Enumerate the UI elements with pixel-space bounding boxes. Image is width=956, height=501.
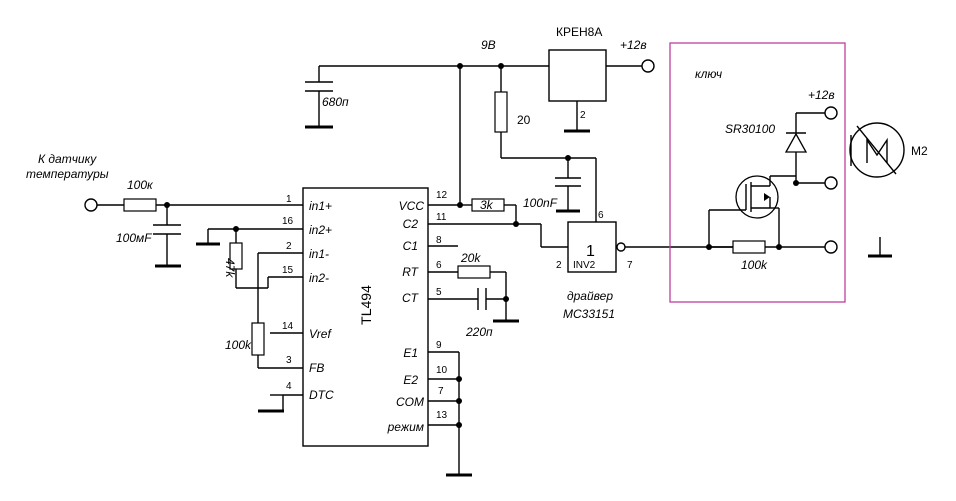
timing-network: 20k 220п (428, 251, 519, 339)
driver-block (567, 221, 617, 273)
supply-terminal (641, 59, 655, 73)
driver-pin6: 6 (598, 210, 604, 221)
ic-body (302, 187, 429, 447)
sensor-terminal (84, 198, 98, 212)
timing-resistor (457, 265, 491, 279)
ic-right-pin-num: 9 (436, 340, 442, 351)
ic-left-pin-label: in2- (309, 271, 329, 285)
motor-symbol (849, 122, 905, 178)
ic-right-pin-num: 7 (438, 386, 444, 397)
key-supply-label: +12в (808, 88, 835, 102)
ic-left-pin-label: in1- (309, 247, 329, 261)
regulator-pin-label: 2 (580, 110, 586, 121)
mosfet-symbol (735, 175, 779, 219)
ic-right-pin-num: 10 (436, 365, 448, 376)
ic-right-pin-label: C1 (403, 239, 418, 253)
ic-right-pin-label: E1 (403, 346, 418, 360)
sensor-label-line1: К датчику (38, 152, 97, 166)
ic-right-pin-num: 8 (436, 235, 442, 246)
gate-resistor-label: 100k (741, 258, 768, 272)
ic-left-pin-num: 4 (286, 381, 292, 392)
ic-right-pin-num: 5 (436, 287, 442, 298)
driver-pin7: 7 (627, 260, 633, 271)
key-title: ключ (695, 67, 722, 81)
driver-section: 3k 1 INV2 2 6 7 драйвер MC33151 (428, 198, 735, 321)
ic-left-pin-num: 3 (286, 355, 292, 366)
motor: M2 (849, 122, 928, 258)
decoupling-capacitor-label: 100nF (523, 196, 558, 210)
node-9v-label: 9В (481, 38, 496, 52)
driver-inverting-output (616, 242, 626, 252)
vcc-resistor-label: 20 (517, 113, 531, 127)
key-supply-terminal (824, 106, 838, 120)
ic-left-pin-label: FB (309, 361, 324, 375)
driver-label-line2: MC33151 (563, 307, 615, 321)
input-capacitor-label: 100мF (116, 231, 152, 245)
motor-terminal (824, 176, 838, 190)
ic-right-pin-num: 11 (436, 212, 447, 223)
ic-left-pin-num: 2 (286, 241, 292, 252)
feedback-resistor-label: 100k (225, 338, 252, 352)
motor-label: M2 (911, 144, 928, 158)
sensor-label-line2: температуры (26, 167, 109, 181)
driver-pin2: 2 (556, 260, 562, 271)
ic-left-pin-label: in1+ (309, 199, 332, 213)
driver-label-line1: драйвер (567, 289, 613, 303)
divider-resistor-label: 47k (223, 258, 237, 278)
diode-label: SR30100 (725, 122, 775, 136)
ground-terminal (824, 240, 838, 254)
driver-subtype: INV2 (573, 260, 596, 271)
ic-right-pin-num: 13 (436, 410, 448, 421)
pullup-resistor-label: 3k (480, 198, 494, 212)
gate-resistor (732, 240, 766, 254)
ic-right-pin-label: CT (402, 291, 420, 305)
tl494-ic: TL494 1 in1+ 16 in2+ 2 in1- 15 in2- 14 V… (282, 187, 448, 447)
ic-right-pin-num: 12 (436, 190, 448, 201)
ic-left-pin-num: 1 (286, 194, 292, 205)
feedback-network: 47k 100k (196, 226, 303, 413)
diode-symbol (784, 132, 808, 153)
ic-right-pin-label: E2 (403, 373, 418, 387)
rail-capacitor-label: 680п (322, 95, 349, 109)
timing-capacitor-label: 220п (465, 325, 493, 339)
ic-left-pin-label: DTC (309, 388, 334, 402)
ic-left-pin-num: 16 (282, 216, 294, 227)
key-frame (669, 42, 846, 303)
ic-right-pin-label: COM (396, 395, 424, 409)
input-resistor (123, 198, 157, 212)
regulator-block (548, 49, 607, 102)
vcc-resistor (494, 91, 508, 133)
timing-resistor-label: 20k (460, 251, 481, 265)
feedback-resistor (251, 322, 265, 356)
supply-label: +12в (620, 38, 647, 52)
ic-left-pin-num: 14 (282, 321, 294, 332)
ic-right-pin-label: RT (402, 265, 419, 279)
ic-right-pin-label: режим (387, 420, 424, 434)
supply-rail: 680п 9В КРЕН8А +12в 2 20 100nF (305, 25, 655, 222)
ic-left-pin-label: Vref (309, 327, 332, 341)
ic-name: TL494 (358, 285, 374, 325)
input-resistor-label: 100к (127, 178, 154, 192)
regulator-label: КРЕН8А (556, 25, 602, 39)
sensor-input: К датчику температуры 100к 100мF (26, 152, 303, 268)
emitter-ground-bus (428, 351, 472, 477)
ic-left-pin-num: 15 (282, 265, 294, 276)
ic-right-pin-num: 6 (436, 260, 442, 271)
driver-number: 1 (586, 243, 595, 260)
ic-right-pin-label: C2 (403, 217, 419, 231)
ic-right-pin-label: VCC (399, 199, 425, 213)
key-module: ключ +12в SR30100 100k (669, 42, 846, 303)
ic-left-pin-label: in2+ (309, 223, 332, 237)
